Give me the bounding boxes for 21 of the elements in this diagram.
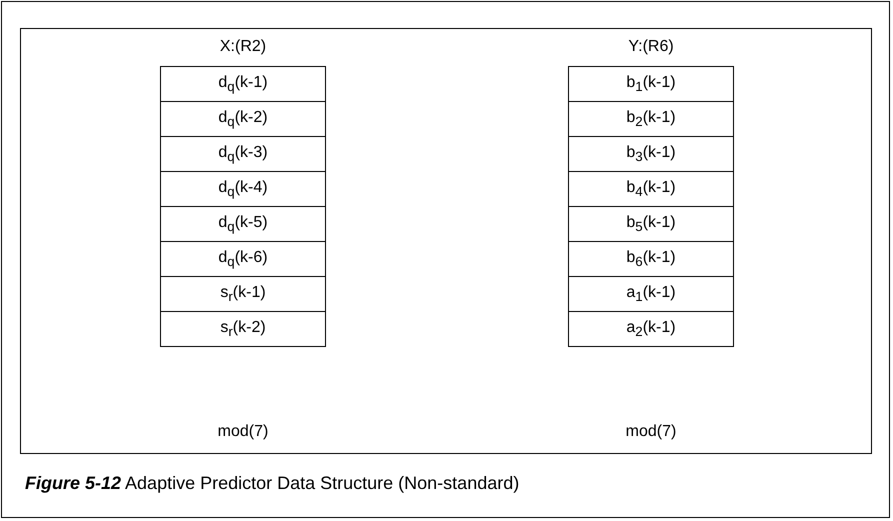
modulus-note: mod(7) [624,423,678,441]
modulus-note: mod(7) [216,423,270,441]
register-cell: d$_{q}$(k-3) [160,136,326,172]
register-cell: b$_{1}$(k-1) [568,66,734,102]
register-cell: d$_{q}$(k-5) [160,206,326,242]
register-cell: a$_{2}$(k-1) [568,311,734,347]
register-cell: a$_{1}$(k-1) [568,276,734,312]
register-cell: s$_{r}$(k-1) [160,276,326,312]
register-cell: d$_{q}$(k-6) [160,241,326,277]
register-cell: b$_{3}$(k-1) [568,136,734,172]
figure-caption: Figure 5-12 Adaptive Predictor Data Structure (Non-standard) [25,473,520,494]
register-cell: d$_{q}$(k-4) [160,171,326,207]
column-heading: Y:(R6) [627,38,675,56]
register-cell: b$_{2}$(k-1) [568,101,734,137]
register-cell: d$_{q}$(k-1) [160,66,326,102]
register-cell: b$_{5}$(k-1) [568,206,734,242]
register-cell: b$_{4}$(k-1) [568,171,734,207]
column-heading: X:(R2) [218,38,268,56]
register-cell: s$_{r}$(k-2) [160,311,326,347]
register-cell: b$_{6}$(k-1) [568,241,734,277]
register-cell: d$_{q}$(k-2) [160,101,326,137]
